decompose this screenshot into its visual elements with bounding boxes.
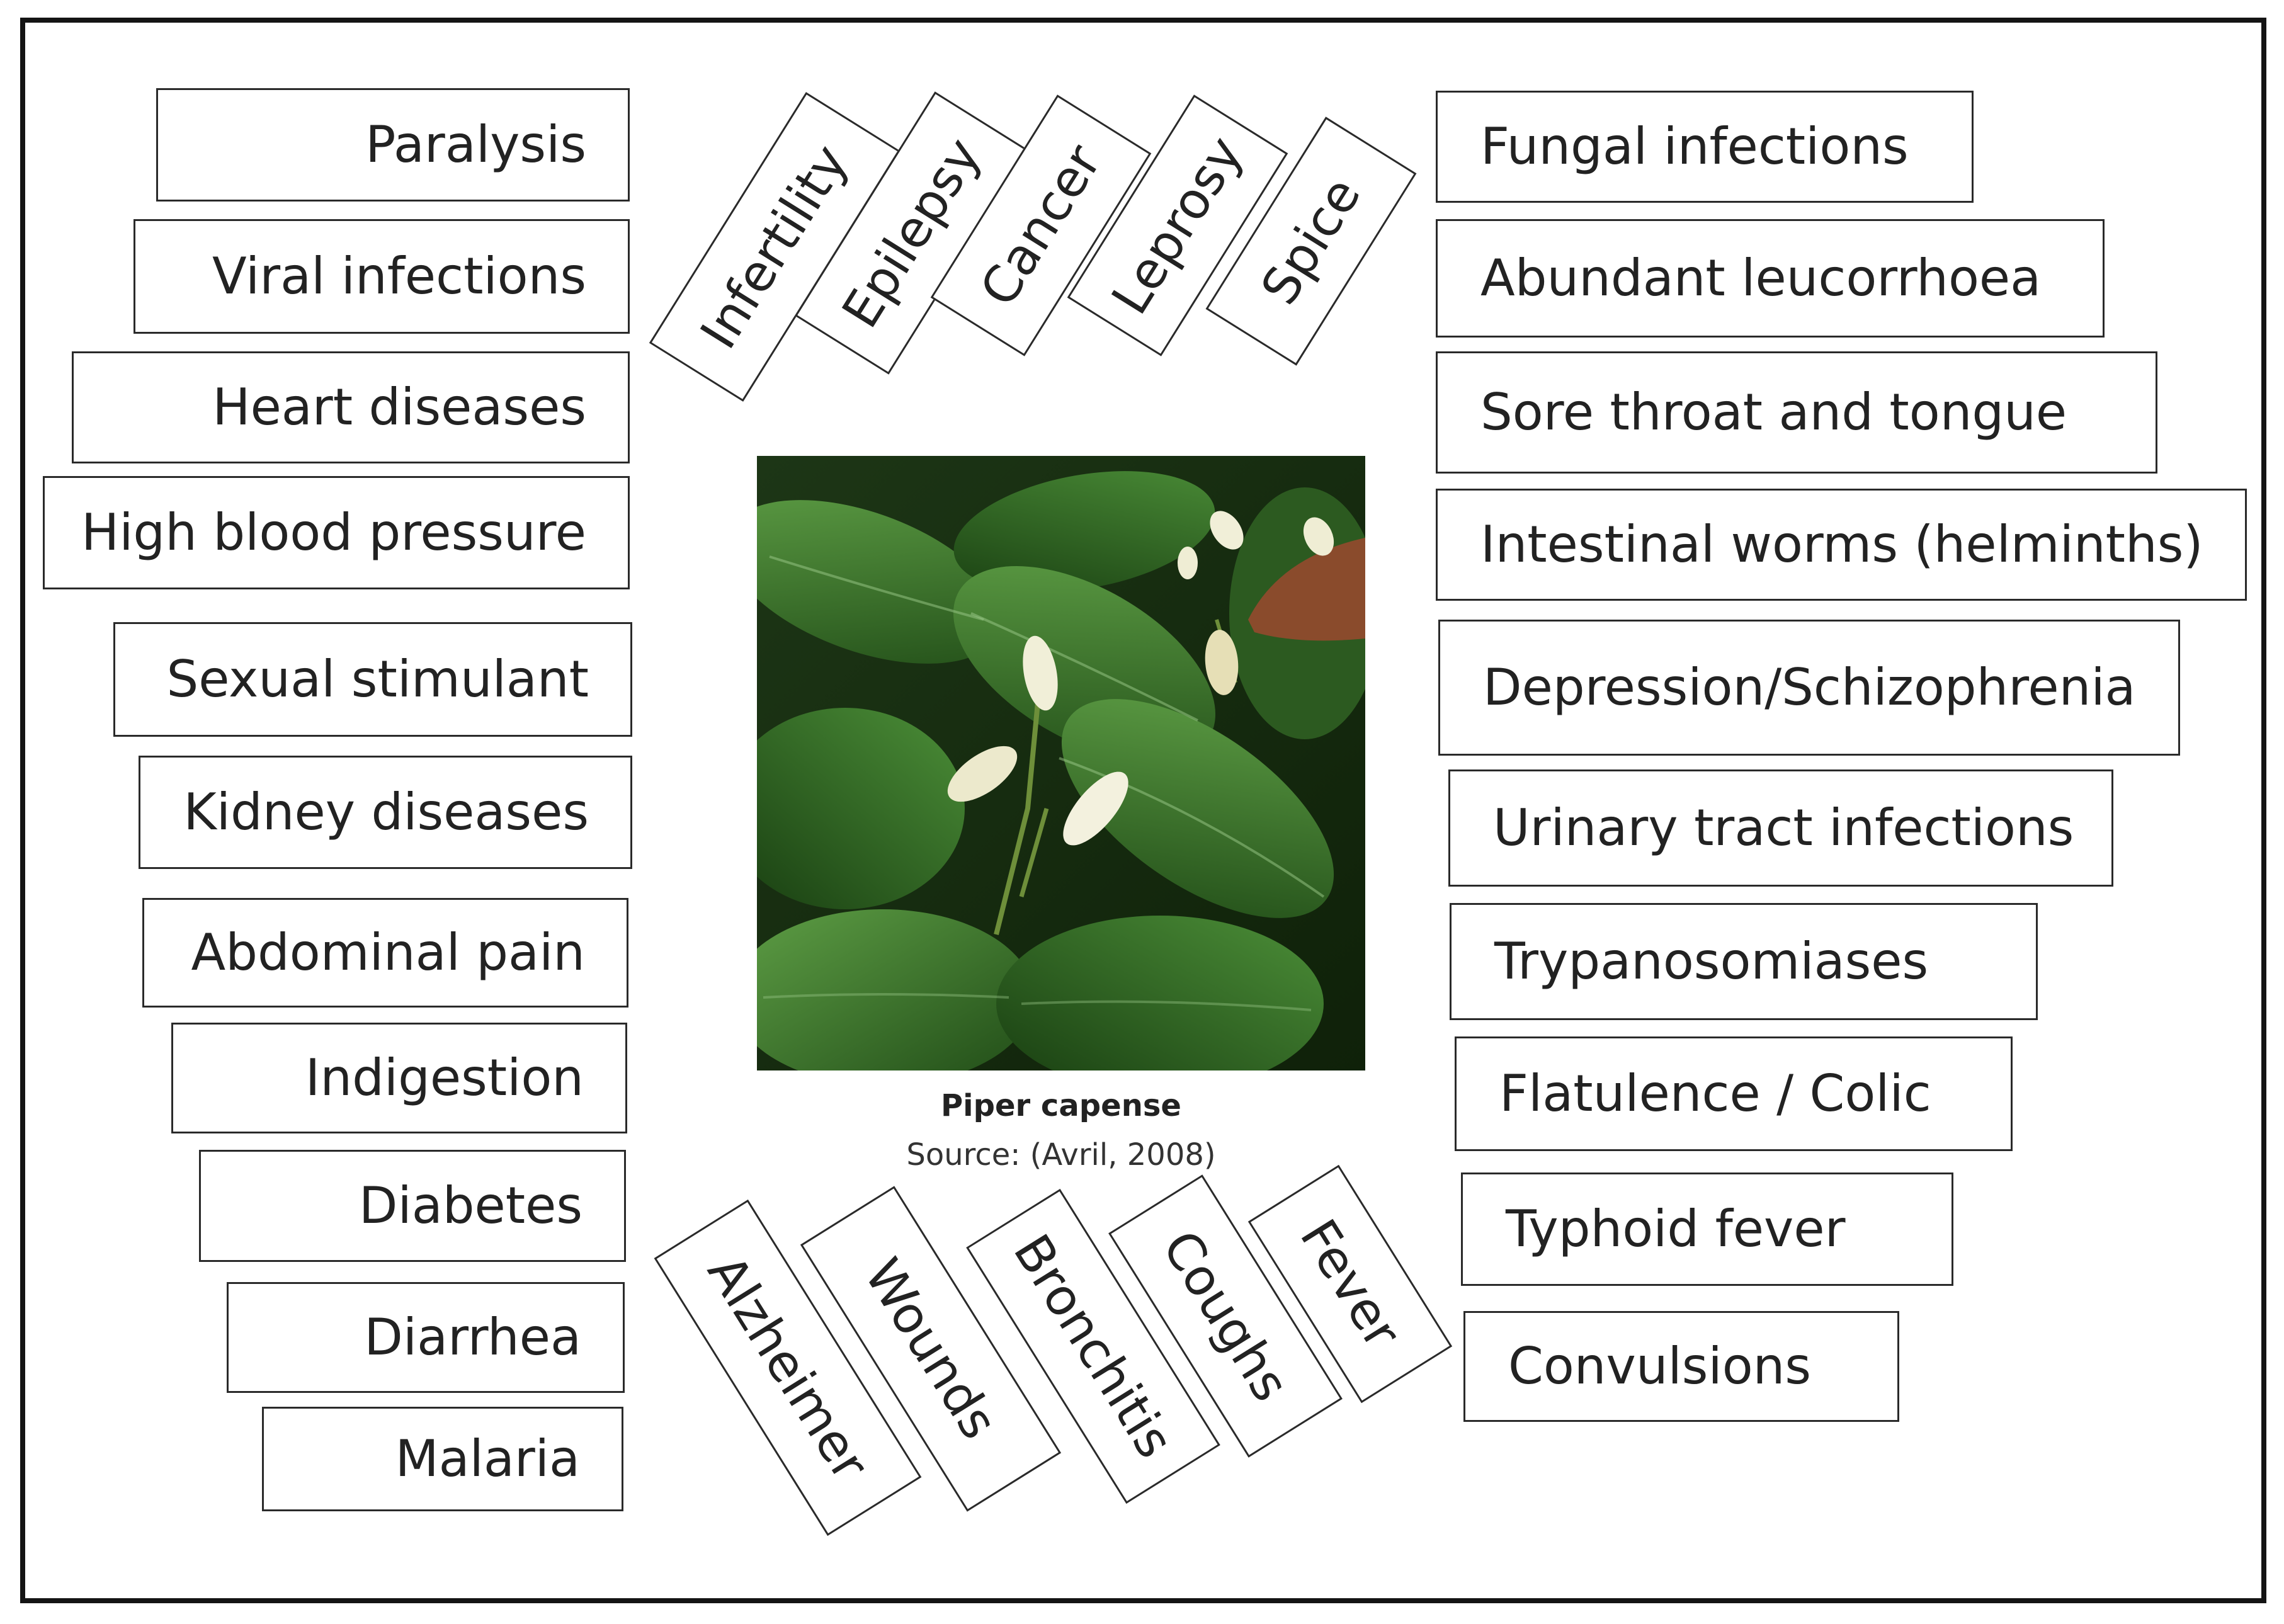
right-label-trypanosomiases: Trypanosomiases <box>1450 903 2038 1020</box>
diagram-frame: Paralysis Viral infections Heart disease… <box>20 18 2266 1603</box>
source-caption: Source: (Avril, 2008) <box>906 1137 1216 1173</box>
right-label-flatulence-colic: Flatulence / Colic <box>1455 1036 2013 1151</box>
left-label-paralysis: Paralysis <box>156 88 630 202</box>
right-label-convulsions: Convulsions <box>1463 1311 1899 1422</box>
right-label-sore-throat-and-tongue: Sore throat and tongue <box>1436 351 2157 474</box>
species-caption: Piper capense <box>941 1088 1181 1123</box>
left-label-diarrhea: Diarrhea <box>227 1282 625 1393</box>
right-label-depression-schizophrenia: Depression/Schizophrenia <box>1438 620 2180 756</box>
plant-photo <box>757 456 1365 1070</box>
right-label-intestinal-worms: Intestinal worms (helminths) <box>1436 489 2247 601</box>
left-label-diabetes: Diabetes <box>199 1150 626 1262</box>
left-label-indigestion: Indigestion <box>171 1023 627 1133</box>
left-label-kidney-diseases: Kidney diseases <box>139 756 632 869</box>
left-label-malaria: Malaria <box>262 1407 623 1511</box>
right-label-typhoid-fever: Typhoid fever <box>1461 1173 1953 1286</box>
left-label-sexual-stimulant: Sexual stimulant <box>113 622 632 737</box>
left-label-heart-diseases: Heart diseases <box>72 351 630 463</box>
left-label-abdominal-pain: Abdominal pain <box>142 898 628 1008</box>
left-label-high-blood-pressure: High blood pressure <box>43 476 630 589</box>
right-label-abundant-leucorrhoea: Abundant leucorrhoea <box>1436 219 2105 338</box>
right-label-urinary-tract-infections: Urinary tract infections <box>1448 769 2113 887</box>
left-label-viral-infections: Viral infections <box>134 219 630 334</box>
right-label-fungal-infections: Fungal infections <box>1436 91 1974 203</box>
